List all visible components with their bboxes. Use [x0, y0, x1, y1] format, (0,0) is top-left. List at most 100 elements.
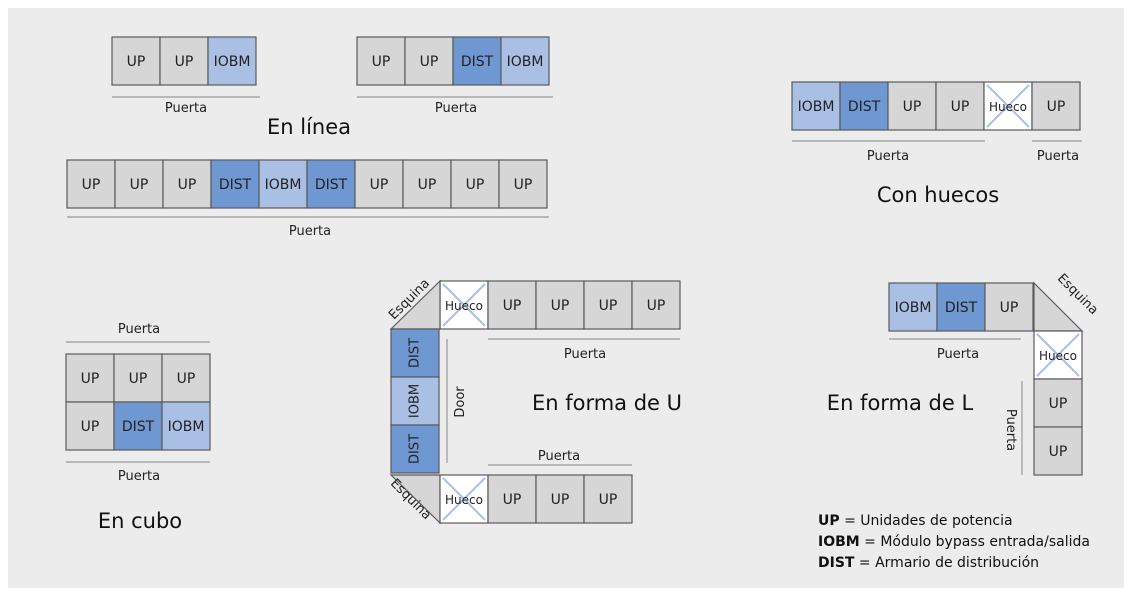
cell-iobm: IOBM: [888, 282, 938, 332]
cell-label: UP: [466, 177, 485, 193]
legend: UP = Unidades de potencia IOBM = Módulo …: [818, 513, 1090, 571]
cell-dist: DIST: [390, 328, 440, 378]
cell-label: DIST: [408, 338, 423, 368]
cell-iobm: IOBM: [500, 36, 550, 86]
puerta-label: Puerta: [1003, 409, 1018, 451]
cell-label: IOBM: [168, 419, 205, 435]
cell-label: UP: [418, 177, 437, 193]
puerta-label: Puerta: [118, 322, 160, 337]
cell-label: IOBM: [265, 177, 302, 193]
cell-iobm: IOBM: [161, 401, 211, 451]
cell-label: IOBM: [798, 99, 835, 115]
cell-up: UP: [487, 280, 537, 330]
cell-hueco: Hueco: [983, 81, 1033, 131]
title-con-huecos: Con huecos: [877, 183, 999, 207]
cell-hueco: Hueco: [1033, 330, 1083, 380]
cell-iobm: IOBM: [258, 159, 308, 209]
cell-label: IOBM: [507, 54, 544, 70]
cell-label: UP: [951, 99, 970, 115]
title-en-linea: En línea: [267, 115, 351, 139]
cell-up: UP: [984, 282, 1034, 332]
cell-up: UP: [113, 353, 163, 403]
cell-label: UP: [503, 492, 522, 508]
cell-label: DIST: [461, 54, 494, 70]
puerta-label: Puerta: [538, 449, 580, 464]
cell-up: UP: [1033, 426, 1083, 476]
title-en-forma-u: En forma de U: [532, 391, 682, 415]
cell-label: UP: [81, 419, 100, 435]
cell-up: UP: [65, 353, 115, 403]
puerta-label: Puerta: [289, 224, 331, 239]
cell-up: UP: [450, 159, 500, 209]
cell-up: UP: [402, 159, 452, 209]
cell-label: UP: [503, 298, 522, 314]
cell-up: UP: [583, 474, 633, 524]
cell-up: UP: [111, 36, 161, 86]
cell-dist: DIST: [390, 424, 440, 474]
cell-label: UP: [372, 54, 391, 70]
cell-hueco: Hueco: [439, 280, 489, 330]
cell-label: Hueco: [445, 299, 483, 313]
cell-up: UP: [1031, 81, 1081, 131]
cell-up: UP: [356, 36, 406, 86]
cell-dist: DIST: [113, 401, 163, 451]
cell-label: UP: [1000, 300, 1019, 316]
cell-up: UP: [404, 36, 454, 86]
cell-label: UP: [1049, 444, 1068, 460]
cell-label: DIST: [848, 99, 881, 115]
cell-dist: DIST: [839, 81, 889, 131]
cell-label: UP: [177, 371, 196, 387]
cell-up: UP: [161, 353, 211, 403]
legend-item-dist: DIST = Armario de distribución: [818, 555, 1039, 571]
cell-label: IOBM: [214, 54, 251, 70]
cell-dist: DIST: [936, 282, 986, 332]
puerta-label: Puerta: [118, 469, 160, 484]
cell-up: UP: [1033, 378, 1083, 428]
cell-label: UP: [129, 371, 148, 387]
cell-dist: DIST: [306, 159, 356, 209]
cell-up: UP: [66, 159, 116, 209]
cell-up: UP: [487, 474, 537, 524]
title-en-forma-l: En forma de L: [827, 391, 974, 415]
puerta-label: Puerta: [435, 101, 477, 116]
puerta-label: Puerta: [937, 347, 979, 362]
cell-label: IOBM: [895, 300, 932, 316]
cell-label: DIST: [945, 300, 978, 316]
cell-label: DIST: [122, 419, 155, 435]
cell-up: UP: [631, 280, 681, 330]
cell-label: UP: [1049, 396, 1068, 412]
cell-up: UP: [65, 401, 115, 451]
puerta-label: Puerta: [165, 101, 207, 116]
cell-label: UP: [599, 492, 618, 508]
cell-up: UP: [159, 36, 209, 86]
cell-dist: DIST: [452, 36, 502, 86]
cell-up: UP: [535, 280, 585, 330]
cell-label: Hueco: [445, 493, 483, 507]
cell-label: IOBM: [408, 384, 423, 418]
puerta-label: Puerta: [867, 149, 909, 164]
cell-up: UP: [114, 159, 164, 209]
cell-up: UP: [583, 280, 633, 330]
cell-label: UP: [82, 177, 101, 193]
cell-label: UP: [551, 492, 570, 508]
cell-up: UP: [354, 159, 404, 209]
cell-up: UP: [498, 159, 548, 209]
cell-up: UP: [162, 159, 212, 209]
cell-iobm: IOBM: [791, 81, 841, 131]
cell-label: UP: [551, 298, 570, 314]
cell-label: UP: [1047, 99, 1066, 115]
cell-up: UP: [887, 81, 937, 131]
cell-label: Hueco: [989, 100, 1027, 114]
cell-label: UP: [903, 99, 922, 115]
puerta-label: Puerta: [1037, 149, 1079, 164]
cell-label: DIST: [408, 434, 423, 464]
cell-label: UP: [175, 54, 194, 70]
cell-label: UP: [599, 298, 618, 314]
cell-label: Hueco: [1039, 349, 1077, 363]
title-en-cubo: En cubo: [98, 509, 182, 533]
cell-label: DIST: [219, 177, 252, 193]
cell-label: UP: [178, 177, 197, 193]
cell-label: UP: [81, 371, 100, 387]
